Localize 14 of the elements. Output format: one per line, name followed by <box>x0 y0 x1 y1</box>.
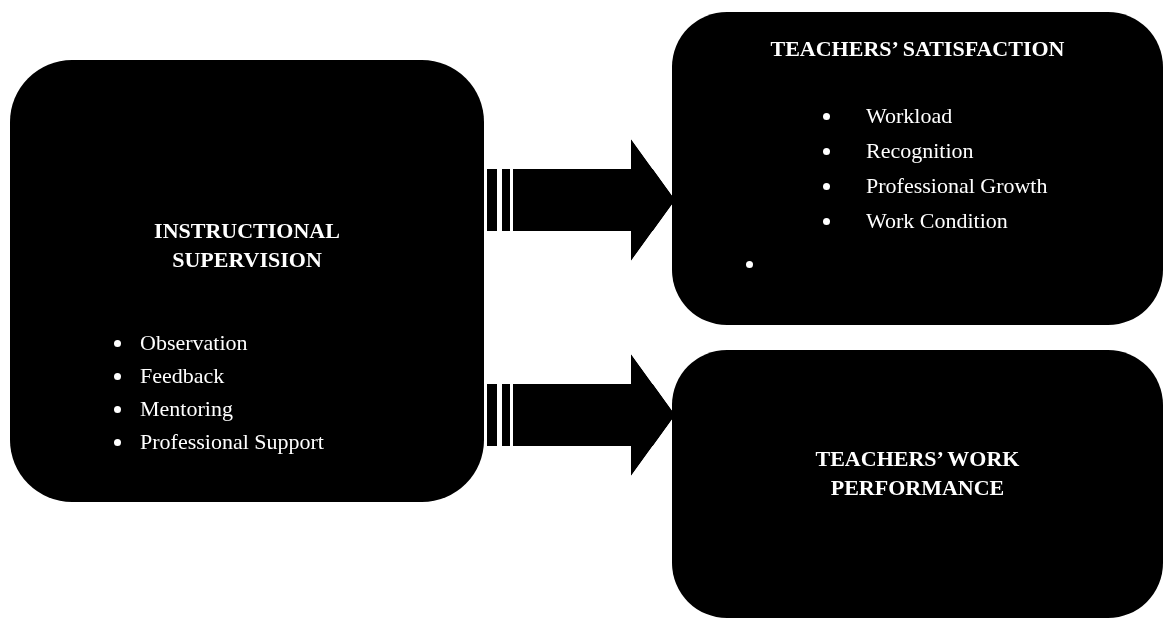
box-heading: TEACHERS’ SATISFACTION <box>769 35 1066 63</box>
bullet-text: Mentoring <box>140 396 233 421</box>
rounded-box <box>672 350 1163 618</box>
box-heading: TEACHERS’ WORK PERFORMANCE <box>814 445 1021 502</box>
rounded-box <box>10 60 484 502</box>
bullet-text: Professional Support <box>140 429 324 454</box>
bullet-text: Workload <box>866 103 953 128</box>
rounded-box <box>672 12 1163 325</box>
bullet-text: Work Condition <box>866 208 1008 233</box>
bullet-text: Professional Growth <box>866 173 1048 198</box>
bullet-text: Observation <box>140 330 248 355</box>
bullet-text: Recognition <box>866 138 974 163</box>
bullet-text: Feedback <box>140 363 225 388</box>
box-heading: INSTRUCTIONAL SUPERVISION <box>153 217 341 274</box>
